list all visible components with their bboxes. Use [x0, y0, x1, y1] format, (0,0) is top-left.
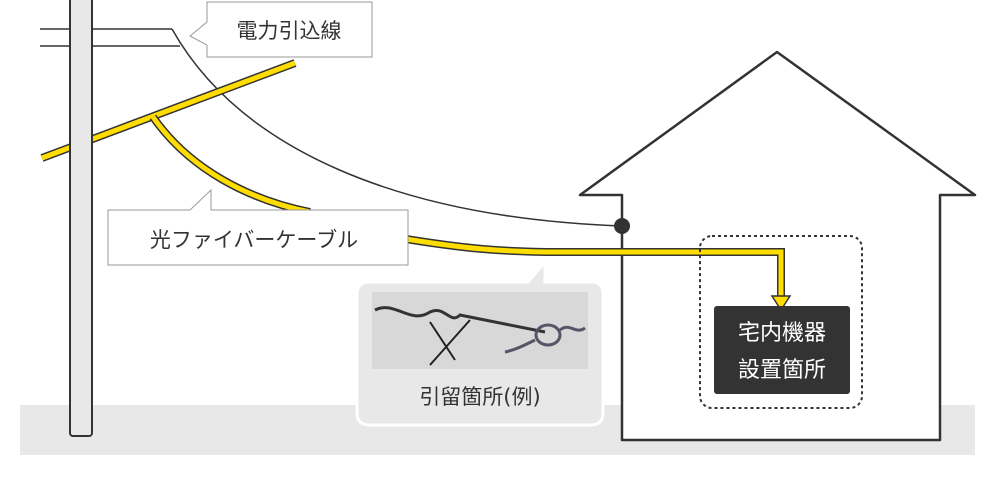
arrow-down-icon: [770, 295, 792, 312]
house: [578, 50, 977, 442]
equipment-label-line1: 宅内機器: [738, 321, 826, 346]
power-lines: [40, 28, 623, 227]
anchor-photo-callout: 引留箇所(例): [355, 257, 605, 427]
anchor-dot: [614, 218, 630, 234]
equipment-area-outline: [699, 235, 863, 409]
anchor-label: 引留箇所(例): [419, 385, 540, 409]
fiber-label: 光ファイバーケーブル: [150, 228, 358, 252]
equipment-label-line2: 設置箇所: [738, 358, 826, 383]
anchor-photo: [372, 292, 588, 369]
power-line-label: 電力引込線: [237, 19, 342, 43]
power-line-callout: 電力引込線: [189, 1, 373, 58]
utility-pole: [69, 0, 93, 437]
equipment-box: [714, 306, 850, 394]
fiber-callout: 光ファイバーケーブル: [107, 188, 409, 266]
